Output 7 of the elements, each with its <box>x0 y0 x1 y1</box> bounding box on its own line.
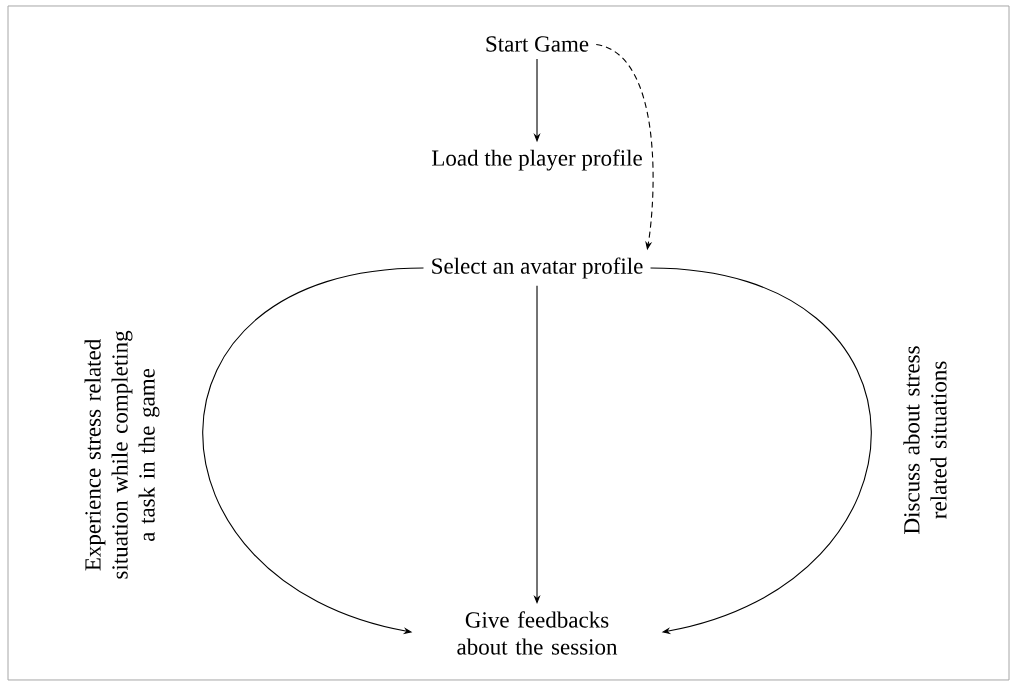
step-text: Give feedbacks about the session <box>457 611 618 655</box>
step-text: Select an avatar profile <box>432 257 643 279</box>
step-text: Load the player profile <box>432 149 642 171</box>
step-text: Start Game <box>486 36 589 52</box>
arrow <box>650 267 872 635</box>
edge-label: Discuss about stress related situations <box>903 346 947 534</box>
edge-label: Experience stress related situation while completing a task in the game <box>84 330 160 579</box>
